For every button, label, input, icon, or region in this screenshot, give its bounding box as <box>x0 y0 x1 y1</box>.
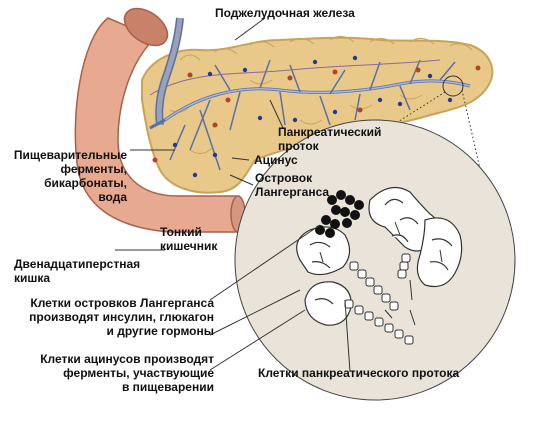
pancreas-body <box>141 36 494 194</box>
duodenum-body <box>74 17 239 233</box>
inset <box>234 119 516 401</box>
label-islet-cells: Клетки островков Лангерганса производят … <box>29 296 214 338</box>
label-digestive: Пищеварительные ферменты, бикарбонаты, в… <box>13 148 127 204</box>
label-pancreatic-duct: Панкреатический проток <box>278 125 382 153</box>
leader-lines <box>115 17 351 373</box>
label-pancreas: Поджелудочная железа <box>215 6 355 20</box>
inset-circle <box>234 119 516 401</box>
label-small-intestine: Тонкий кишечник <box>160 225 218 253</box>
islet-dots <box>152 65 481 163</box>
duodenum-opening <box>123 7 169 47</box>
label-islet: Островок Лангерганса <box>255 171 330 199</box>
label-acinus: Ацинус <box>254 153 298 167</box>
label-duct-cells: Клетки панкреатического протока <box>258 366 460 380</box>
acinus-dots <box>172 55 453 178</box>
blood-vessel <box>149 59 441 96</box>
pancreas <box>141 17 494 194</box>
label-duodenum: Двенадцатиперстная кишка <box>14 257 141 285</box>
duodenum <box>74 7 246 233</box>
islet-cells-cluster <box>315 190 364 238</box>
label-acinar-cells: Клетки ацинусов производят ферменты, уча… <box>40 352 214 394</box>
acinus-highlight <box>442 75 464 97</box>
